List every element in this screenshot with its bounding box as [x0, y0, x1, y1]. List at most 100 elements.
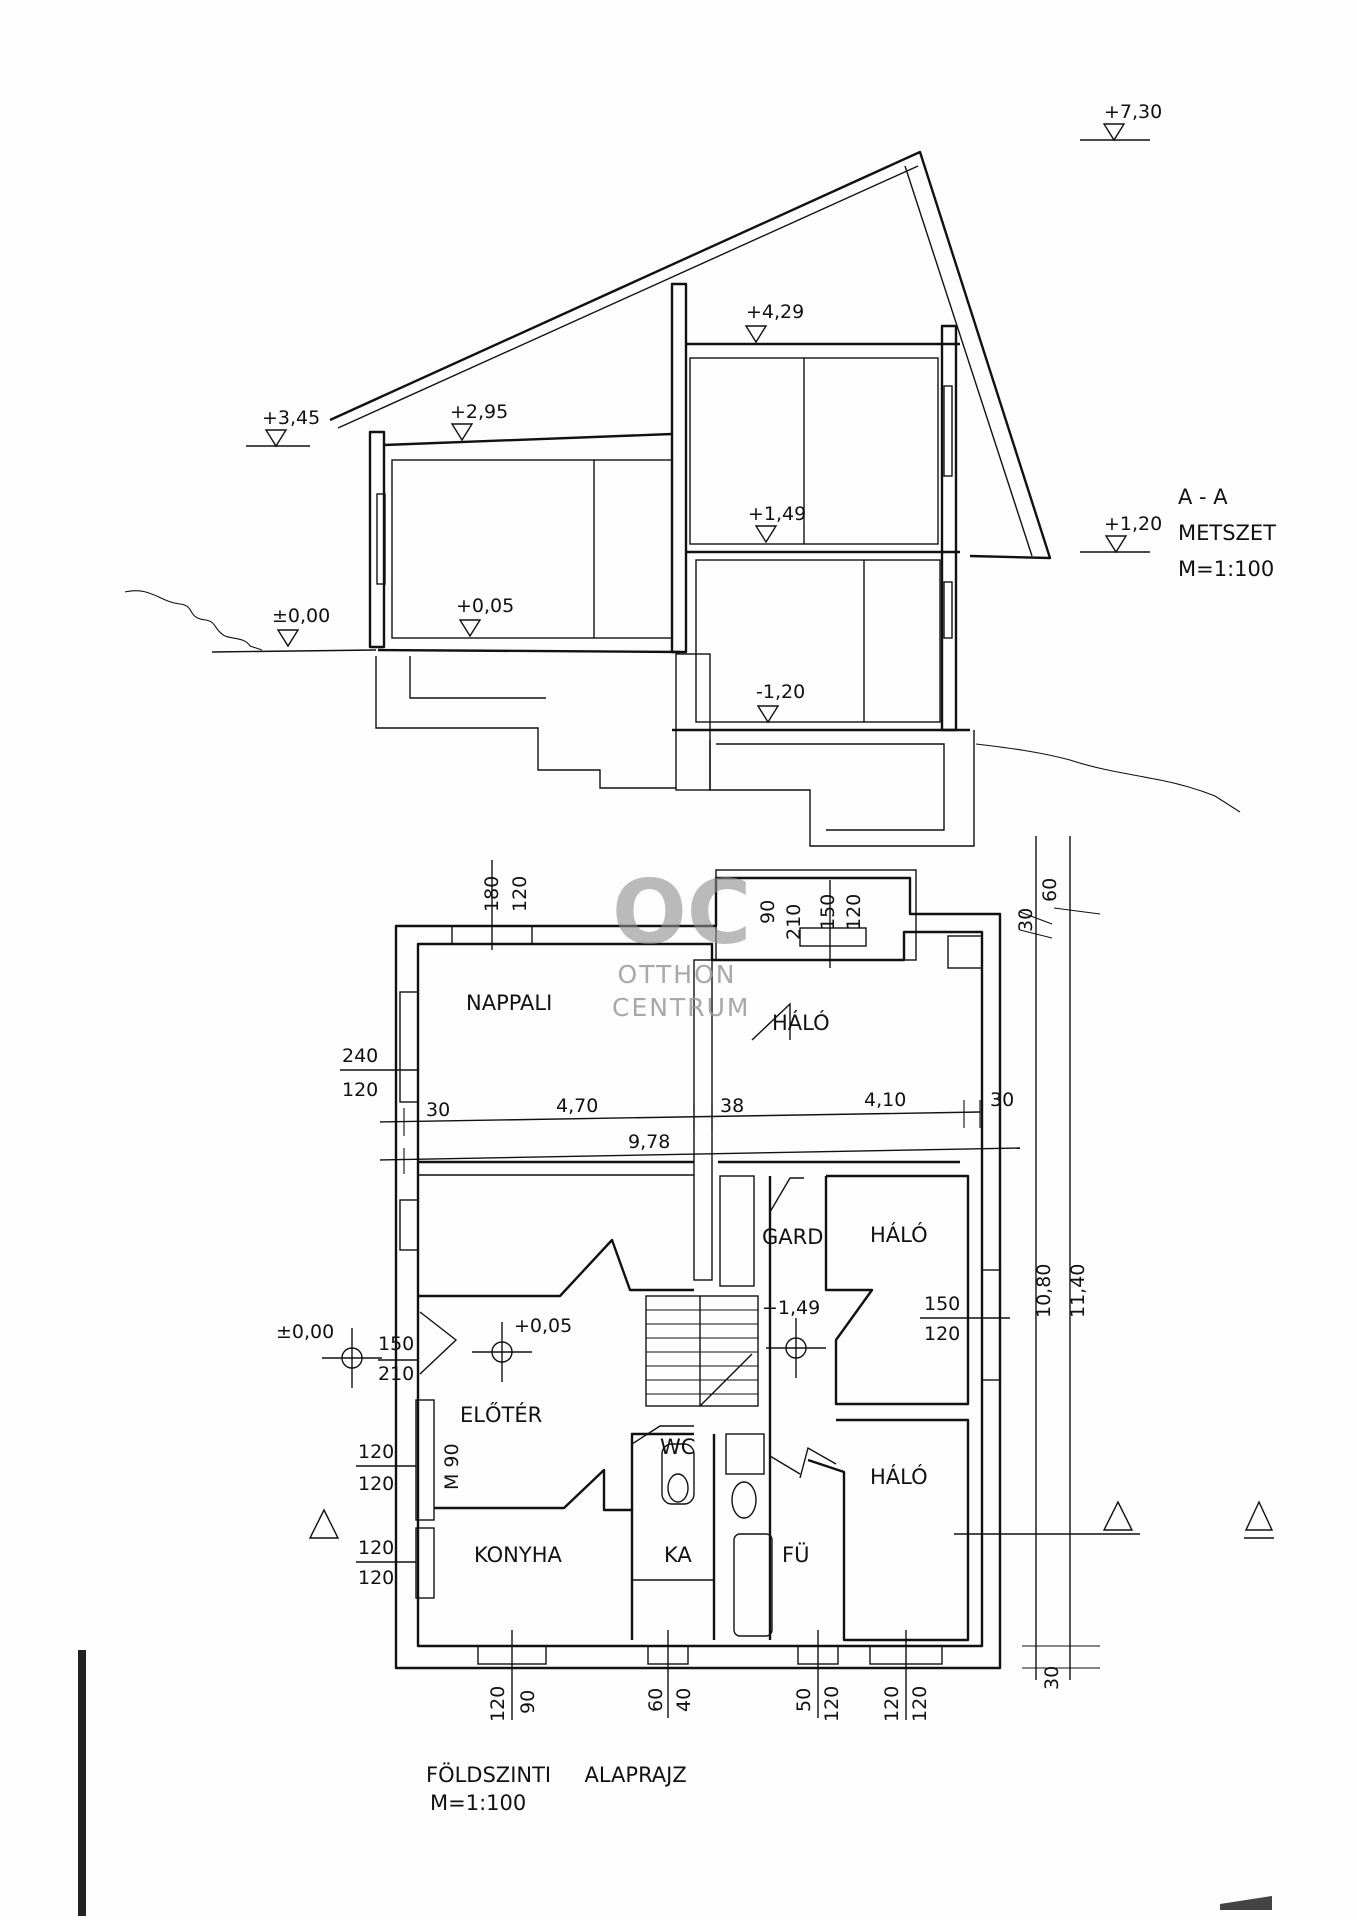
level-marker-730: +7,30 [1080, 101, 1162, 142]
svg-text:210: 210 [378, 1363, 414, 1385]
terrain-right [975, 743, 1241, 813]
foundation-left-inner [409, 656, 546, 699]
svg-text:150: 150 [817, 894, 839, 930]
room-label-halo-1: HÁLÓ [772, 1010, 830, 1035]
svg-text:120: 120 [358, 1537, 394, 1559]
plan-recess [715, 869, 917, 961]
svg-text:90: 90 [517, 1690, 539, 1714]
svg-text:60: 60 [1039, 878, 1061, 902]
svg-text:+2,95: +2,95 [450, 401, 508, 423]
room-label-ka: KA [664, 1543, 692, 1567]
room-label-wc: WC [660, 1435, 695, 1459]
svg-text:150: 150 [924, 1293, 960, 1315]
plan-level-hall: +0,05 [472, 1315, 572, 1382]
plan-bath-cabinet [725, 1433, 765, 1475]
plan-halo3 [807, 1418, 970, 1642]
plan-dim-row-1: 30 4,70 38 4,10 30 [379, 1089, 1014, 1136]
watermark: OC OTTHON CENTRUM [612, 838, 752, 1088]
plan-window-left-konyha [415, 1527, 435, 1599]
plan-window-left-small [399, 1199, 419, 1251]
svg-text:30: 30 [990, 1089, 1014, 1111]
scan-edge-bottom [1220, 1896, 1272, 1910]
plan-title: FÖLDSZINTI ALAPRAJZ M=1:100 [426, 1762, 687, 1815]
plan-level-stair: +1,49 [762, 1297, 826, 1378]
svg-text:210: 210 [783, 904, 805, 940]
scan-edge-left [78, 1650, 86, 1916]
floor-plan: NAPPALI HÁLÓ HÁLÓ HÁLÓ GARD ELŐTÉR WC KO… [276, 836, 1274, 1815]
plan-dim-row-2: 9,78 [379, 1131, 1021, 1174]
plan-door-halo3 [799, 1446, 837, 1479]
svg-text:+1,20: +1,20 [1104, 513, 1162, 535]
section-title: A - A METSZET M=1:100 [1178, 485, 1276, 581]
svg-text:11,40: 11,40 [1067, 1264, 1089, 1318]
svg-text:120: 120 [881, 1686, 903, 1722]
section-marker-left [308, 1508, 340, 1539]
plan-inner-wall-line [416, 930, 984, 1648]
plan-dim-top-halo: 150 120 [817, 880, 865, 968]
svg-text:+7,30: +7,30 [1104, 101, 1162, 123]
svg-text:120: 120 [358, 1473, 394, 1495]
level-marker-295: +2,95 [450, 401, 508, 442]
level-marker-120: +1,20 [1080, 513, 1162, 554]
section-room-upper [689, 357, 939, 545]
plan-door-entry [419, 1311, 458, 1375]
level-marker-minus120: -1,20 [756, 681, 805, 724]
plan-dim-konyha-window: 120 120 [356, 1537, 416, 1589]
section-ceiling-left [383, 432, 673, 447]
svg-text:120: 120 [358, 1567, 394, 1589]
plan-door-halo1 [751, 1002, 791, 1041]
svg-text:+1,49: +1,49 [762, 1297, 820, 1319]
svg-text:FÖLDSZINTI ALAPRAJZ: FÖLDSZINTI ALAPRAJZ [426, 1762, 687, 1787]
svg-text:±0,00: ±0,00 [276, 1321, 334, 1343]
room-label-konyha: KONYHA [474, 1543, 562, 1567]
svg-text:M 90: M 90 [441, 1443, 463, 1490]
section-marker-mid [1102, 1500, 1134, 1531]
svg-text:10,80: 10,80 [1033, 1264, 1055, 1318]
svg-text:+4,29: +4,29 [746, 301, 804, 323]
svg-text:-1,20: -1,20 [756, 681, 805, 703]
watermark-line-1: OTTHON [617, 960, 737, 989]
section-window-right-upper [943, 385, 953, 477]
level-marker-000: ±0,00 [272, 605, 330, 648]
plan-wall-konyha-top [434, 1432, 694, 1512]
section-wall-left [368, 430, 386, 649]
section-window-left [376, 493, 386, 585]
foundation-right [709, 730, 975, 847]
svg-text:METSZET: METSZET [1178, 521, 1276, 545]
plan-door-fu [769, 1455, 801, 1475]
roof-inner-line [337, 165, 919, 429]
svg-text:60: 60 [645, 1688, 667, 1712]
level-marker-345: +3,45 [246, 407, 320, 448]
watermark-logo: OC [612, 861, 752, 964]
svg-text:90: 90 [757, 900, 779, 924]
svg-text:120: 120 [358, 1441, 394, 1463]
plan-wc-door [631, 1425, 694, 1446]
plan-window-left-eloter [415, 1399, 435, 1521]
section-window-right-lower [943, 581, 953, 639]
plan-dim-bottom-halo: 120 120 [881, 1630, 931, 1722]
plan-dim-top-door: 90 210 [757, 900, 805, 940]
ground-line-left [211, 649, 377, 653]
svg-text:A - A: A - A [1178, 485, 1228, 509]
svg-text:+1,49: +1,49 [748, 503, 806, 525]
room-label-gard: GARD [762, 1225, 823, 1249]
room-label-halo-2: HÁLÓ [870, 1222, 928, 1247]
roof-steep-inner [904, 165, 1033, 557]
svg-text:180: 180 [481, 876, 503, 912]
svg-text:120: 120 [909, 1686, 931, 1722]
svg-text:4,10: 4,10 [864, 1089, 906, 1111]
svg-text:120: 120 [487, 1686, 509, 1722]
svg-text:30: 30 [1041, 1666, 1063, 1690]
plan-dim-right-chain: 30 60 10,80 11,40 30 [1015, 836, 1101, 1690]
level-marker-429: +4,29 [744, 301, 804, 344]
plan-chimney [947, 935, 983, 969]
plan-window-left-nappali [399, 991, 419, 1103]
plan-dim-left-window: 240 120 [340, 1045, 418, 1101]
plan-halo2 [824, 1174, 970, 1406]
svg-text:+0,05: +0,05 [456, 595, 514, 617]
svg-text:M=1:100: M=1:100 [1178, 557, 1274, 581]
foundation-mid [675, 653, 711, 791]
svg-text:±0,00: ±0,00 [272, 605, 330, 627]
section-view: +7,30 +4,29 +3,45 +2,95 +1,49 +1,20 ±0,0… [124, 101, 1276, 847]
